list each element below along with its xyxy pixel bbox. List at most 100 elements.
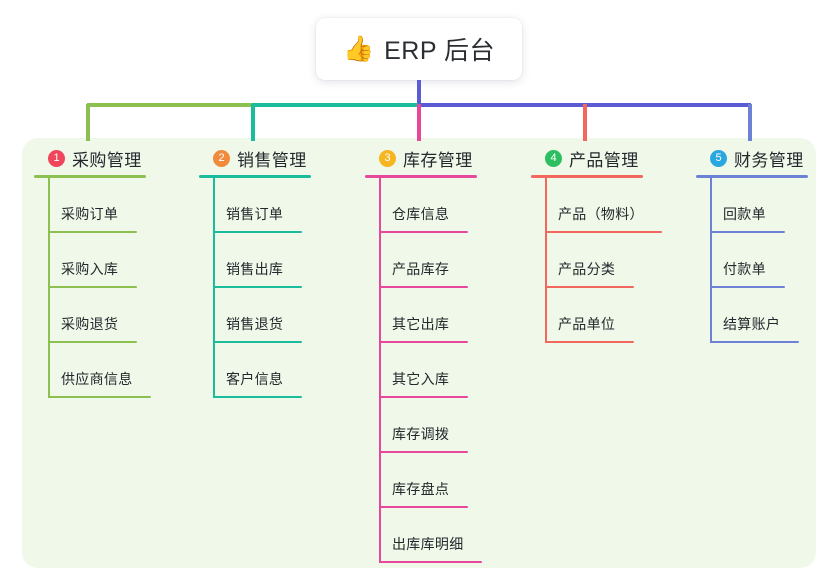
leaf-rule: [545, 286, 634, 288]
leaf-label: 产品单位: [558, 316, 616, 332]
branch-underline-2: [199, 175, 311, 178]
branch-header-1[interactable]: 1 采购管理: [34, 146, 184, 170]
leaf-label: 采购退货: [61, 316, 119, 332]
leaf-node[interactable]: 其它入库: [365, 343, 520, 398]
leaf-label: 付款单: [723, 261, 766, 277]
leaf-rule: [379, 231, 468, 233]
leaf-rule: [710, 286, 785, 288]
leaf-rule: [48, 341, 137, 343]
branch-number-badge-2: 2: [213, 149, 230, 167]
leaf-node[interactable]: 库存盘点: [365, 453, 520, 508]
branch-spine-5: [710, 178, 712, 343]
leaf-label: 产品库存: [392, 261, 450, 277]
leaf-label: 库存盘点: [392, 481, 450, 497]
leaf-label: 销售出库: [226, 261, 284, 277]
thumbs-up-emoji: 👍: [342, 34, 375, 63]
leaf-rule: [710, 231, 785, 233]
leaf-node[interactable]: 客户信息: [199, 343, 349, 398]
branch-header-4[interactable]: 4 产品管理: [531, 146, 696, 170]
leaf-rule: [213, 396, 302, 398]
leaf-node[interactable]: 采购入库: [34, 233, 184, 288]
leaf-node[interactable]: 结算账户: [696, 288, 839, 343]
leaf-rule: [379, 396, 468, 398]
leaf-label: 销售退货: [226, 316, 284, 332]
leaf-node[interactable]: 产品分类: [531, 233, 696, 288]
leaf-node[interactable]: 库存调拨: [365, 398, 520, 453]
leaf-node[interactable]: 其它出库: [365, 288, 520, 343]
leaf-rule: [545, 231, 662, 233]
leaf-node[interactable]: 产品库存: [365, 233, 520, 288]
leaf-label: 采购订单: [61, 206, 119, 222]
branch-number-badge-5: 5: [710, 149, 727, 167]
leaf-label: 回款单: [723, 206, 766, 222]
branch-underline-4: [531, 175, 643, 178]
leaf-label: 仓库信息: [392, 206, 450, 222]
leaf-node[interactable]: 产品（物料）: [531, 178, 696, 233]
branch-title-2: 销售管理: [237, 150, 307, 170]
leaf-rule: [379, 506, 468, 508]
leaf-rule: [545, 341, 634, 343]
branch-spine-3: [379, 178, 381, 563]
branch-header-2[interactable]: 2 销售管理: [199, 146, 349, 170]
branch-title-3: 库存管理: [403, 150, 473, 170]
leaf-rule: [379, 561, 482, 563]
leaf-rule: [48, 396, 151, 398]
leaf-node[interactable]: 出库库明细: [365, 508, 520, 563]
leaf-label: 出库库明细: [392, 536, 464, 552]
branch-header-5[interactable]: 5 财务管理: [696, 146, 839, 170]
leaf-rule: [213, 286, 302, 288]
diagram-panel: [22, 138, 816, 568]
leaf-label: 客户信息: [226, 371, 284, 387]
branch-title-5: 财务管理: [734, 150, 804, 170]
leaf-node[interactable]: 供应商信息: [34, 343, 184, 398]
leaf-label: 销售订单: [226, 206, 284, 222]
leaf-node[interactable]: 仓库信息: [365, 178, 520, 233]
root-node[interactable]: 👍 ERP 后台: [316, 18, 522, 80]
branch-number-badge-4: 4: [545, 149, 562, 167]
leaf-label: 其它出库: [392, 316, 450, 332]
branch-spine-1: [48, 178, 50, 398]
branch-items-3: 仓库信息 产品库存 其它出库 其它入库 库存调拨 库存盘点: [365, 178, 520, 563]
leaf-rule: [710, 341, 799, 343]
leaf-label: 采购入库: [61, 261, 119, 277]
branch-items-4: 产品（物料） 产品分类 产品单位: [531, 178, 696, 343]
leaf-label: 其它入库: [392, 371, 450, 387]
leaf-rule: [379, 451, 468, 453]
branch-column-4: 4 产品管理 产品（物料） 产品分类 产品单位: [531, 146, 696, 343]
leaf-rule: [379, 341, 468, 343]
leaf-label: 结算账户: [723, 316, 781, 332]
branch-header-3[interactable]: 3 库存管理: [365, 146, 520, 170]
leaf-rule: [48, 231, 137, 233]
leaf-node[interactable]: 回款单: [696, 178, 839, 233]
leaf-rule: [48, 286, 137, 288]
branch-underline-3: [365, 175, 477, 178]
leaf-rule: [213, 231, 302, 233]
branch-underline-1: [34, 175, 146, 178]
branch-items-5: 回款单 付款单 结算账户: [696, 178, 839, 343]
branch-number-badge-1: 1: [48, 149, 65, 167]
branch-title-1: 采购管理: [72, 150, 142, 170]
leaf-rule: [213, 341, 302, 343]
branch-number-badge-3: 3: [379, 149, 396, 167]
leaf-label: 产品分类: [558, 261, 616, 277]
leaf-node[interactable]: 采购订单: [34, 178, 184, 233]
branch-items-1: 采购订单 采购入库 采购退货 供应商信息: [34, 178, 184, 398]
branch-items-2: 销售订单 销售出库 销售退货 客户信息: [199, 178, 349, 398]
branch-column-5: 5 财务管理 回款单 付款单 结算账户: [696, 146, 839, 343]
leaf-node[interactable]: 采购退货: [34, 288, 184, 343]
branch-spine-4: [545, 178, 547, 343]
leaf-node[interactable]: 销售订单: [199, 178, 349, 233]
branch-column-1: 1 采购管理 采购订单 采购入库 采购退货 供应商信息: [34, 146, 184, 398]
branch-underline-5: [696, 175, 808, 178]
root-node-label: ERP 后台: [384, 37, 496, 65]
leaf-label: 产品（物料）: [558, 206, 644, 222]
leaf-node[interactable]: 销售出库: [199, 233, 349, 288]
leaf-rule: [379, 286, 468, 288]
branch-title-4: 产品管理: [569, 150, 639, 170]
leaf-node[interactable]: 销售退货: [199, 288, 349, 343]
leaf-label: 供应商信息: [61, 371, 133, 387]
leaf-node[interactable]: 付款单: [696, 233, 839, 288]
branch-column-2: 2 销售管理 销售订单 销售出库 销售退货 客户信息: [199, 146, 349, 398]
leaf-node[interactable]: 产品单位: [531, 288, 696, 343]
